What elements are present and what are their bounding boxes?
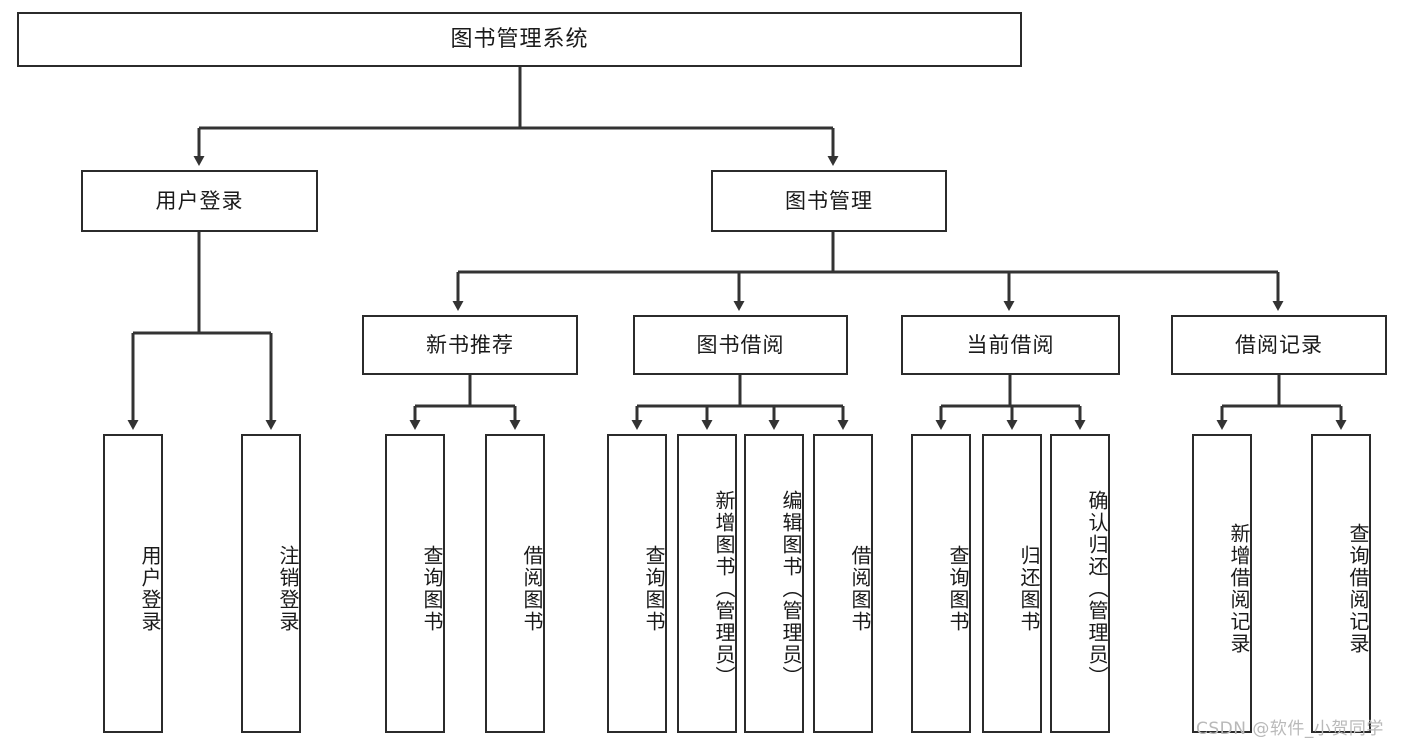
leaf-node-label: 确认归还（管理员）	[1085, 489, 1109, 688]
leaf-node-label: 查询图书	[642, 544, 666, 633]
leaf-node-edit-book-admin[interactable]: 编辑图书（管理员）	[744, 434, 804, 733]
leaf-node-query-books-recommendation[interactable]: 查询图书	[385, 434, 445, 733]
leaf-node-label: 归还图书	[1017, 544, 1041, 633]
level3-node-label: 图书借阅	[696, 332, 785, 357]
level3-node-label: 借阅记录	[1235, 332, 1323, 357]
level2-node-label: 图书管理	[785, 188, 873, 213]
leaf-node-return-books[interactable]: 归还图书	[982, 434, 1042, 733]
leaf-node-query-borrow-record[interactable]: 查询借阅记录	[1311, 434, 1371, 733]
leaf-node-label: 借阅图书	[848, 544, 872, 633]
level3-node-borrow-records[interactable]: 借阅记录	[1171, 315, 1387, 375]
leaf-node-label: 用户登录	[138, 544, 162, 633]
leaf-node-label: 查询图书	[420, 544, 444, 633]
leaf-node-logout[interactable]: 注销登录	[241, 434, 301, 733]
level2-node-user-login[interactable]: 用户登录	[81, 170, 318, 232]
leaf-node-query-books-borrowing[interactable]: 查询图书	[607, 434, 667, 733]
leaf-node-label: 编辑图书（管理员）	[779, 489, 803, 688]
leaf-node-label: 借阅图书	[520, 544, 544, 633]
leaf-node-user-login[interactable]: 用户登录	[103, 434, 163, 733]
leaf-node-label: 注销登录	[276, 544, 300, 633]
watermark-text: CSDN @软件_小贺同学	[1196, 719, 1384, 739]
leaf-node-label: 查询图书	[946, 544, 970, 633]
root-node-label: 图书管理系统	[450, 26, 589, 52]
level3-node-new-book-recommendation[interactable]: 新书推荐	[362, 315, 578, 375]
leaf-node-borrow-books-recommendation[interactable]: 借阅图书	[485, 434, 545, 733]
level3-node-book-borrowing[interactable]: 图书借阅	[633, 315, 848, 375]
level3-node-label: 新书推荐	[426, 332, 514, 357]
level2-node-label: 用户登录	[155, 188, 244, 213]
leaf-node-borrow-books[interactable]: 借阅图书	[813, 434, 873, 733]
level3-node-label: 当前借阅	[966, 332, 1055, 357]
leaf-node-add-borrow-record[interactable]: 新增借阅记录	[1192, 434, 1252, 733]
leaf-node-label: 查询借阅记录	[1346, 522, 1370, 655]
leaf-node-query-books-current[interactable]: 查询图书	[911, 434, 971, 733]
root-node-book-management-system[interactable]: 图书管理系统	[17, 12, 1022, 67]
leaf-node-label: 新增借阅记录	[1227, 522, 1251, 655]
leaf-node-confirm-return-admin[interactable]: 确认归还（管理员）	[1050, 434, 1110, 733]
level3-node-current-borrowing[interactable]: 当前借阅	[901, 315, 1120, 375]
leaf-node-label: 新增图书（管理员）	[712, 489, 736, 688]
level2-node-book-management[interactable]: 图书管理	[711, 170, 947, 232]
leaf-node-add-book-admin[interactable]: 新增图书（管理员）	[677, 434, 737, 733]
